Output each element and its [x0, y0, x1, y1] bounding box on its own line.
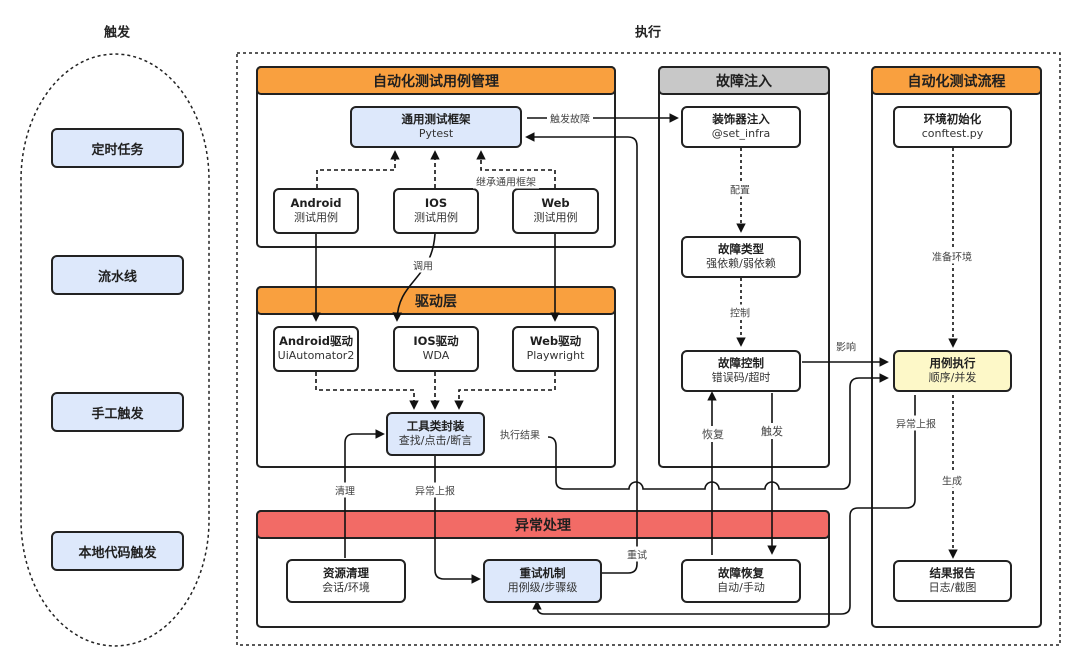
label-prepare-env: 准备环境 [929, 248, 975, 264]
node-report[interactable]: 结果报告日志/截图 [893, 560, 1012, 602]
label-cleanup: 清理 [332, 482, 358, 498]
label-configure: 配置 [727, 181, 753, 197]
node-decorator[interactable]: 装饰器注入@set_infra [681, 106, 801, 148]
node-case-exec[interactable]: 用例执行顺序/并发 [893, 350, 1012, 392]
case-management-header: 自动化测试用例管理 [256, 66, 616, 95]
label-exception-report-left: 异常上报 [412, 482, 458, 498]
trigger-scheduled-task[interactable]: 定时任务 [51, 128, 184, 168]
fault-injection-header: 故障注入 [658, 66, 830, 95]
node-recover[interactable]: 故障恢复自动/手动 [681, 559, 801, 603]
label-invoke: 调用 [410, 257, 436, 273]
edge-ios-invoke [392, 233, 436, 322]
node-fault-control[interactable]: 故障控制错误码/超时 [681, 350, 801, 392]
trigger-local-code[interactable]: 本地代码触发 [51, 531, 184, 571]
edge-android-inherit [316, 150, 400, 188]
edge-web-inherit [476, 150, 556, 188]
label-control: 控制 [727, 304, 753, 320]
node-cleanup[interactable]: 资源清理会话/环境 [286, 559, 406, 603]
trigger-pipeline[interactable]: 流水线 [51, 255, 184, 295]
trigger-manual[interactable]: 手工触发 [51, 392, 184, 432]
execute-container [236, 52, 1061, 646]
label-retry: 重试 [624, 546, 650, 562]
label-recover: 恢复 [699, 426, 727, 442]
node-retry[interactable]: 重试机制用例级/步骤级 [483, 559, 602, 603]
edge-android-tools [315, 372, 419, 410]
edge-exception-report-right [532, 395, 916, 615]
label-trigger: 触发 [758, 423, 786, 439]
trigger-container [20, 53, 210, 647]
edge-exec-result [547, 373, 889, 490]
label-generate: 生成 [939, 472, 965, 488]
label-exec-result: 执行结果 [497, 426, 543, 442]
exception-handling-header: 异常处理 [256, 510, 830, 539]
node-fault-type[interactable]: 故障类型强依赖/弱依赖 [681, 236, 801, 278]
edge-cleanup [344, 429, 385, 558]
label-inherit: 继承通用框架 [473, 173, 539, 189]
test-flow-header: 自动化测试流程 [871, 66, 1042, 95]
label-trigger-fault: 触发故障 [547, 110, 593, 126]
execute-section-title: 执行 [634, 25, 662, 41]
label-exception-report-right: 异常上报 [893, 415, 939, 431]
trigger-section-title: 触发 [103, 25, 131, 41]
edge-web-tools [454, 372, 556, 410]
label-affect: 影响 [833, 338, 859, 354]
edge-retry-to-pytest [525, 132, 638, 574]
edge-exception-report-left [434, 455, 481, 584]
node-tools[interactable]: 工具类封装查找/点击/断言 [386, 412, 485, 456]
